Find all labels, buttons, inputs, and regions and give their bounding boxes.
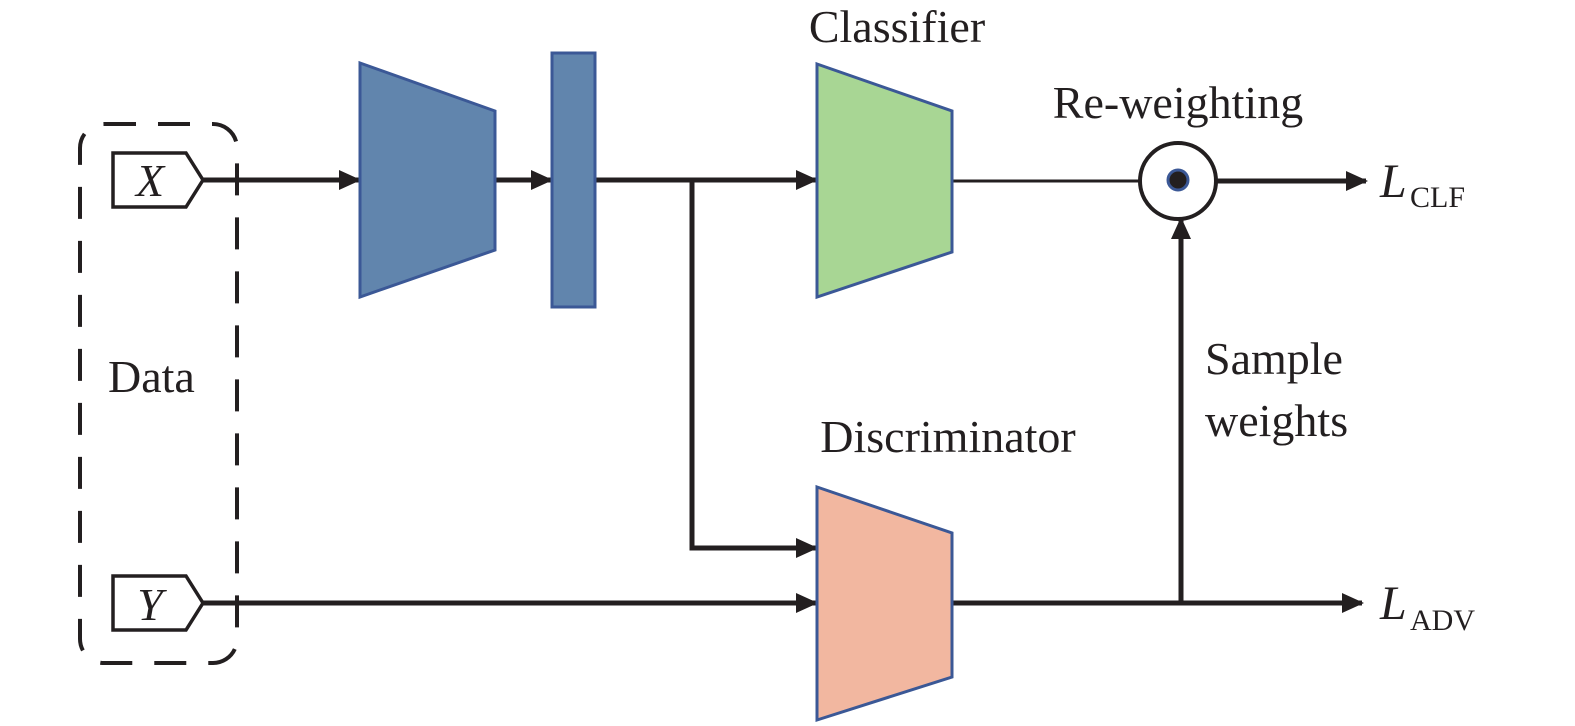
output-lclf: L CLF (1379, 155, 1465, 214)
discriminator-label: Discriminator (820, 411, 1076, 462)
encoder-block (358, 60, 497, 300)
discriminator-block (815, 484, 954, 723)
ladv-main: L (1379, 577, 1407, 630)
lclf-subscript: CLF (1410, 181, 1465, 214)
input-x-symbol: X (134, 155, 166, 206)
lclf-main: L (1379, 155, 1407, 208)
sample-weights-label-line2: weights (1205, 395, 1348, 446)
data-group-label: Data (108, 351, 195, 402)
reweighting-label: Re-weighting (1053, 77, 1303, 128)
sample-weights-label-line1: Sample (1205, 333, 1343, 384)
input-x-tag: X (111, 151, 206, 209)
output-ladv: L ADV (1379, 577, 1475, 637)
classifier-block (815, 61, 954, 300)
reweighting-node (1138, 141, 1218, 221)
feature-block (550, 51, 597, 309)
ladv-subscript: ADV (1410, 604, 1475, 637)
arrow-feature-to-discriminator (689, 180, 818, 558)
input-y-symbol: Y (137, 579, 167, 630)
data-group-box (78, 122, 239, 665)
input-y-tag: Y (111, 574, 206, 632)
elementwise-product-icon (1166, 168, 1190, 192)
classifier-label: Classifier (809, 1, 985, 52)
